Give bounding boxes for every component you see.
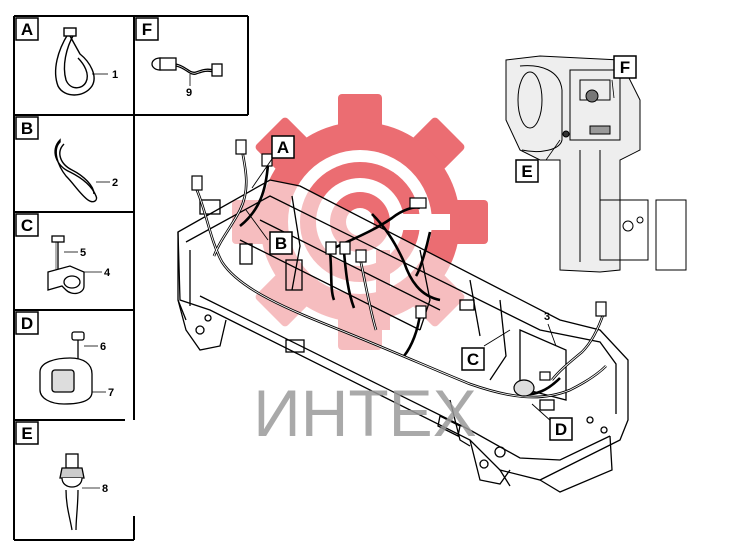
main-label-c: C xyxy=(461,347,485,371)
callout-5: 5 xyxy=(80,247,86,259)
panel-label-d: D xyxy=(15,311,39,335)
svg-text:B: B xyxy=(275,234,287,253)
engine-inset xyxy=(505,55,687,273)
callout-1: 1 xyxy=(112,69,118,81)
callout-7: 7 xyxy=(108,387,114,399)
callout-4: 4 xyxy=(104,267,111,279)
watermark-text: ИНТЕХ xyxy=(253,376,476,450)
part-sensor-harness xyxy=(151,57,223,86)
svg-text:F: F xyxy=(620,58,630,77)
part-figure-eight-clip xyxy=(54,138,110,203)
svg-text:F: F xyxy=(142,20,152,39)
svg-text:E: E xyxy=(21,424,32,443)
callout-3: 3 xyxy=(544,311,550,323)
chassis-frame xyxy=(177,179,629,493)
main-label-d: D xyxy=(549,417,573,441)
svg-text:D: D xyxy=(555,420,567,439)
main-label-a: A xyxy=(271,135,295,159)
panel-label-e: E xyxy=(15,421,39,445)
part-cable-tie-strap xyxy=(54,27,108,96)
svg-text:C: C xyxy=(21,216,33,235)
panel-label-f: F xyxy=(135,17,159,41)
harness-connectors xyxy=(191,139,607,397)
svg-text:A: A xyxy=(277,138,289,157)
svg-text:E: E xyxy=(521,162,532,181)
parts-panel-frame xyxy=(13,15,249,541)
part-bolt-and-clamp xyxy=(47,235,102,295)
panel-label-a: A xyxy=(15,17,39,41)
svg-text:A: A xyxy=(21,20,33,39)
callout-2: 2 xyxy=(112,177,118,189)
part-bolt-and-grommet xyxy=(39,331,106,405)
panel-label-c: C xyxy=(15,213,39,237)
part-temperature-sensor xyxy=(59,453,100,531)
callout-6: 6 xyxy=(100,341,106,353)
callout-9: 9 xyxy=(186,87,192,99)
inset-label-f: F xyxy=(613,55,637,79)
main-label-b: B xyxy=(269,231,293,255)
inset-label-e: E xyxy=(515,159,539,183)
svg-text:B: B xyxy=(21,119,33,138)
panel-label-b: B xyxy=(15,116,39,140)
wiring-harness-highlight xyxy=(195,149,607,398)
leader-lines xyxy=(245,155,557,423)
svg-text:C: C xyxy=(467,350,479,369)
svg-text:D: D xyxy=(21,314,33,333)
callout-8: 8 xyxy=(102,483,108,495)
